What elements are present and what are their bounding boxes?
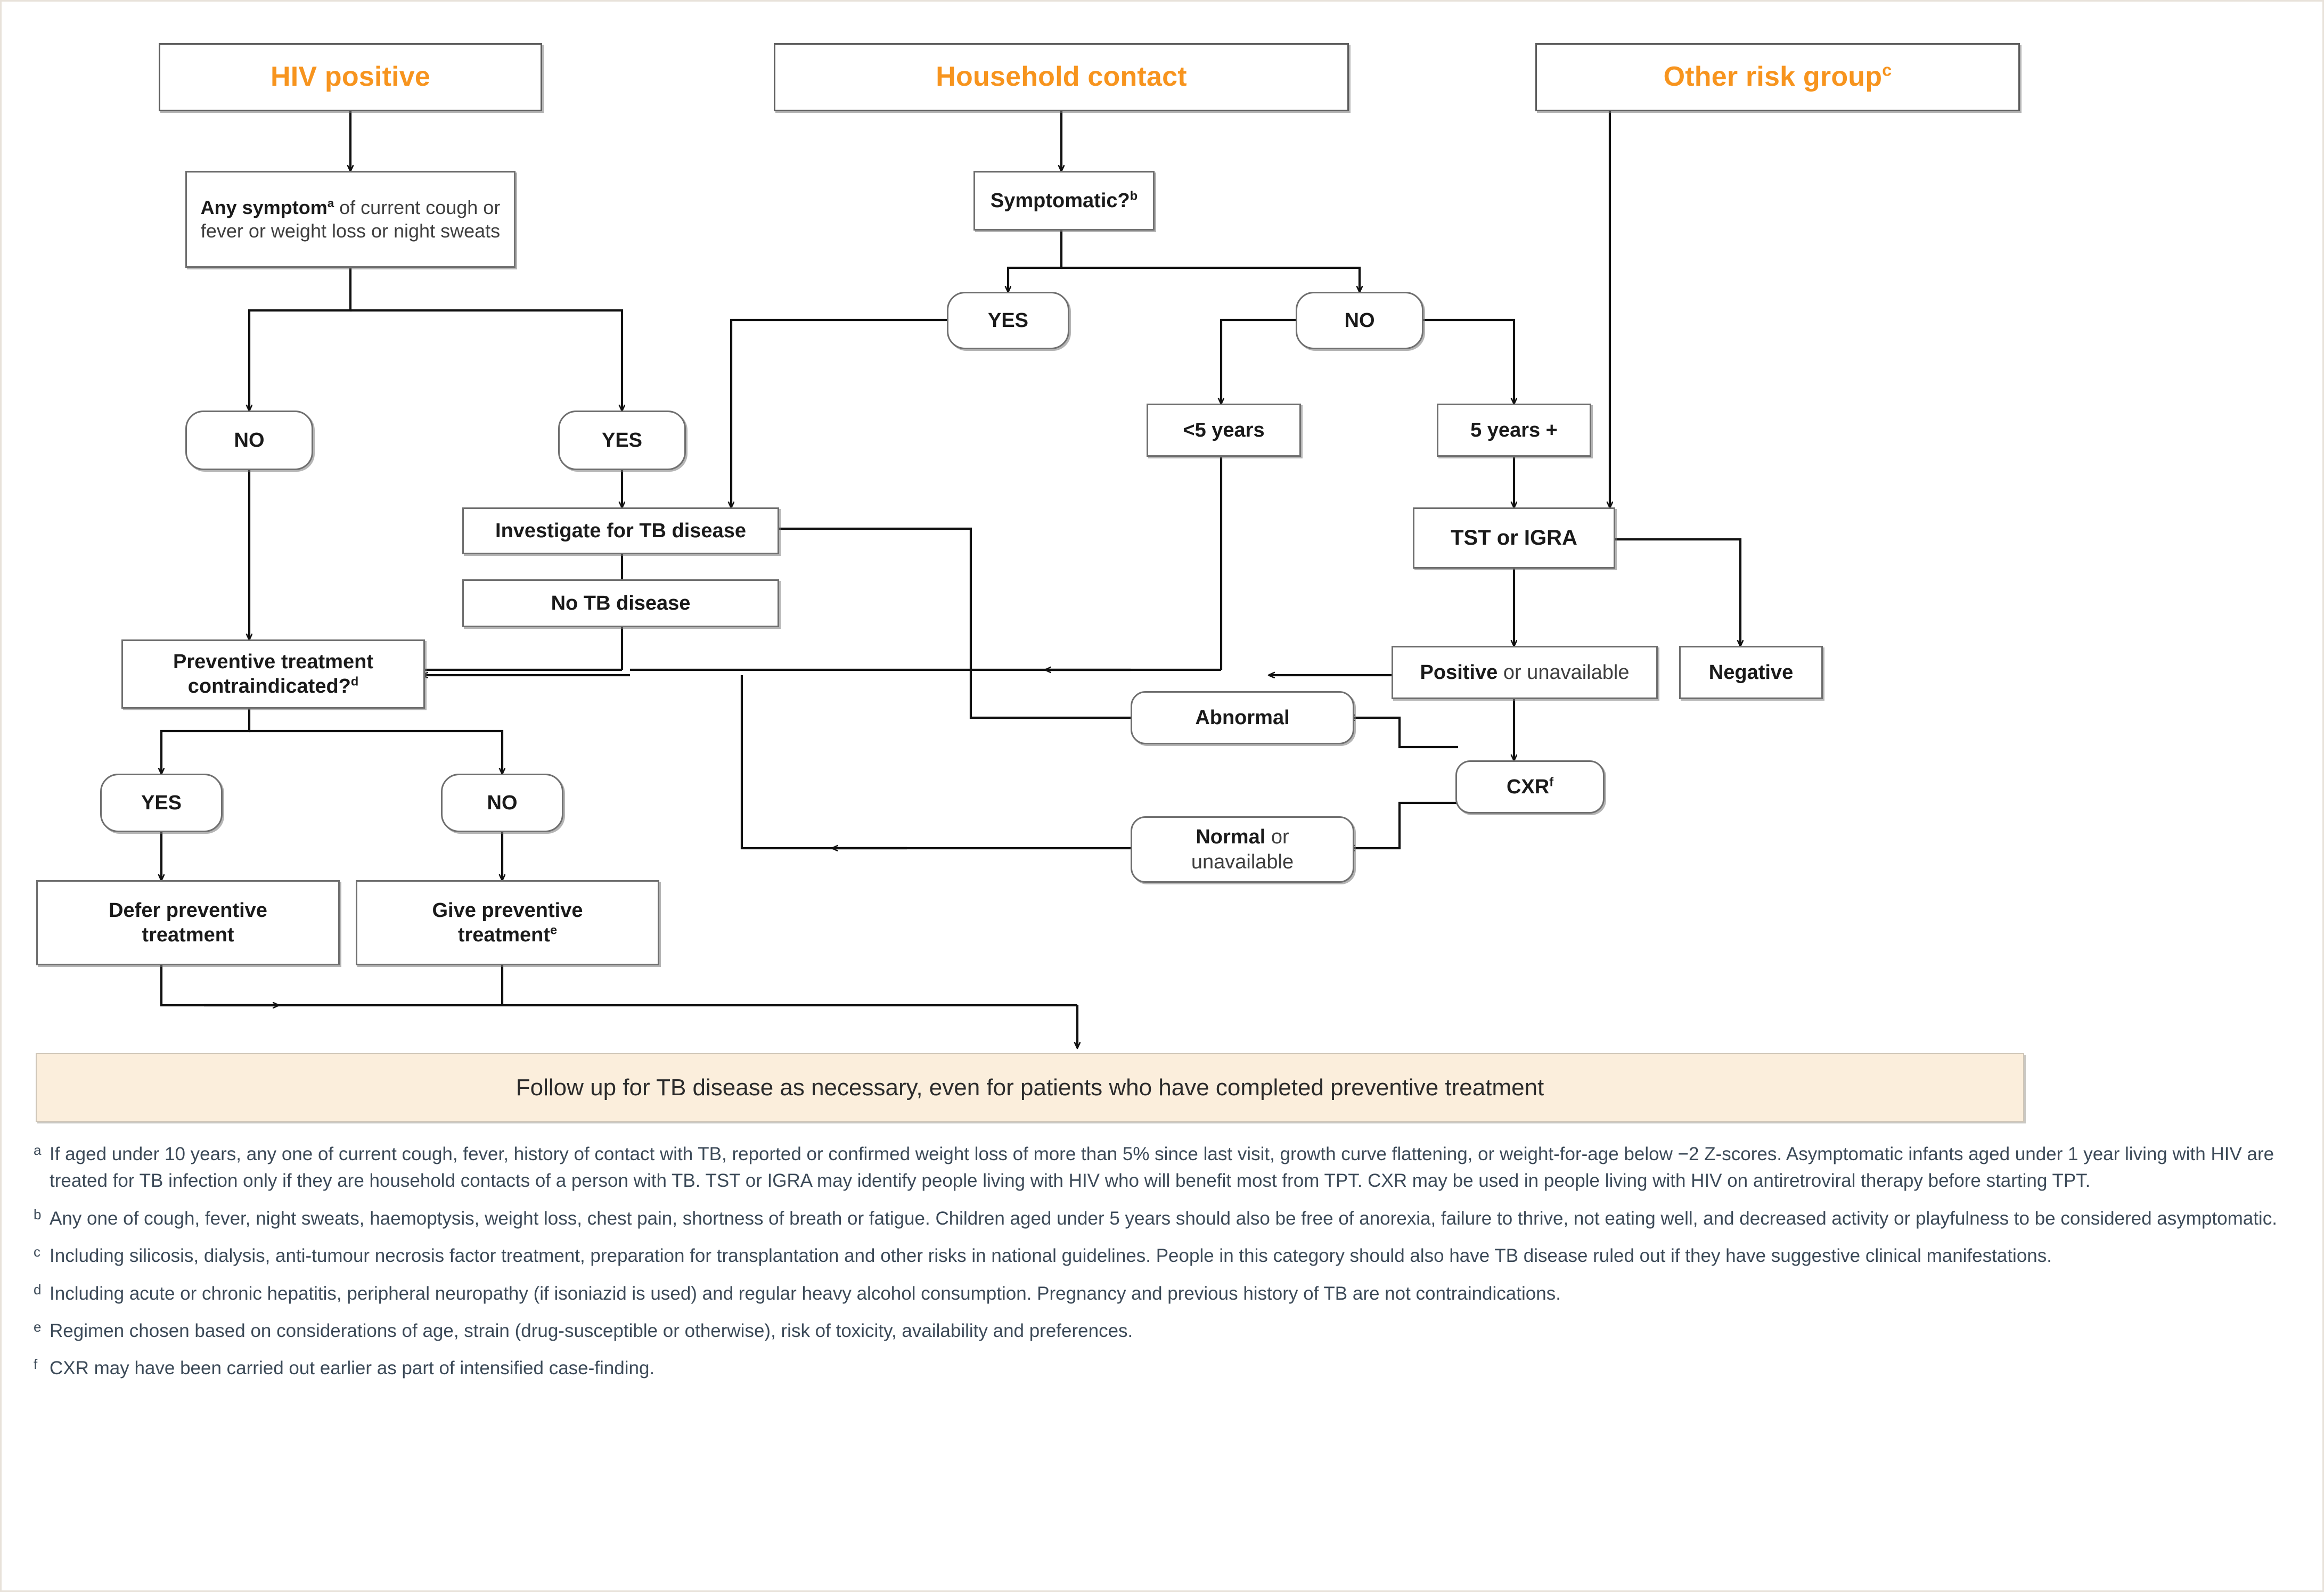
footnote-b-text: Any one of cough, fever, night sweats, h… [50, 1208, 2277, 1229]
header-label-household-contact: Household contact [936, 61, 1187, 93]
household-yes-label: YES [987, 309, 1029, 332]
footnote-c: c Including silicosis, dialysis, anti-tu… [34, 1243, 2297, 1269]
defer-line2: treatment [142, 924, 234, 946]
footnote-a-text: If aged under 10 years, any one of curre… [50, 1144, 2274, 1192]
footnotes-section: a If aged under 10 years, any one of cur… [34, 1141, 2297, 1393]
symptomatic-label: Symptomatic? [990, 189, 1130, 212]
hiv-no-label: NO [234, 429, 265, 452]
normal-rest: or [1265, 826, 1289, 849]
node-contraindicated-yes[interactable]: YES [100, 774, 223, 832]
negative-label: Negative [1708, 661, 1794, 684]
prev-treat-line2: contraindicated? [187, 675, 351, 697]
footnote-e-marker: e [34, 1318, 42, 1335]
prev-treat-line1: Preventive treatment [173, 650, 373, 673]
footnote-e-text: Regimen chosen based on considerations o… [50, 1320, 1133, 1341]
footnote-b-marker: b [34, 1206, 42, 1222]
contraindicated-yes-label: YES [141, 791, 182, 814]
footnote-c-text: Including silicosis, dialysis, anti-tumo… [50, 1245, 2052, 1267]
connector-layer [2, 111, 2324, 1125]
give-line1: Give preventive [432, 899, 583, 922]
node-household-no[interactable]: NO [1296, 292, 1423, 349]
header-label-hiv-positive: HIV positive [270, 61, 431, 93]
footnote-b: b Any one of cough, fever, night sweats,… [34, 1205, 2297, 1232]
header-box-hiv-positive[interactable]: HIV positive [159, 43, 542, 111]
followup-banner-text: Follow up for TB disease as necessary, e… [515, 1074, 1544, 1101]
node-household-yes[interactable]: YES [947, 292, 1069, 349]
node-no-tb-disease[interactable]: No TB disease [462, 579, 779, 627]
footnote-marker-c: c [1882, 60, 1892, 80]
node-under-5-years[interactable]: <5 years [1147, 404, 1301, 457]
followup-banner: Follow up for TB disease as necessary, e… [36, 1053, 2024, 1122]
node-tst-or-igra[interactable]: TST or IGRA [1413, 507, 1615, 569]
under-5-years-label: <5 years [1183, 418, 1265, 441]
footnote-d-marker: d [34, 1281, 42, 1298]
node-abnormal[interactable]: Abnormal [1131, 691, 1354, 744]
header-label-other-risk-group: Other risk group [1663, 61, 1883, 93]
give-line2: treatment [457, 924, 551, 946]
node-hiv-no[interactable]: NO [185, 411, 313, 470]
abnormal-label: Abnormal [1195, 706, 1290, 729]
footnote-f: f CXR may have been carried out earlier … [34, 1355, 2297, 1382]
footnote-f-marker: f [34, 1356, 38, 1373]
contraindicated-no-label: NO [487, 791, 518, 814]
footnote-marker-b: b [1130, 188, 1138, 203]
header-box-household-contact[interactable]: Household contact [774, 43, 1349, 111]
footnote-marker-f: f [1549, 775, 1554, 789]
footnote-a: a If aged under 10 years, any one of cur… [34, 1141, 2297, 1195]
node-any-symptom[interactable]: Any symptoma of current cough or fever o… [185, 171, 515, 268]
no-tb-disease-label: No TB disease [551, 592, 691, 614]
footnote-marker-d: d [350, 674, 359, 688]
flowchart-canvas: HIV positive Household contact Other ris… [2, 2, 2324, 1125]
node-symptomatic[interactable]: Symptomatic?b [973, 171, 1155, 231]
5-years-plus-label: 5 years + [1470, 418, 1558, 441]
investigate-label: Investigate for TB disease [495, 519, 746, 542]
node-investigate-for-tb-disease[interactable]: Investigate for TB disease [462, 507, 779, 554]
any-symptom-bold: Any symptom [200, 196, 328, 219]
cxr-label: CXR [1506, 775, 1550, 798]
positive-rest: or unavailable [1497, 661, 1630, 684]
node-5-years-plus[interactable]: 5 years + [1437, 404, 1591, 457]
footnote-marker-e: e [550, 923, 558, 937]
any-symptom-rest: of current cough or fever or weight loss… [200, 196, 501, 242]
footnote-a-marker: a [34, 1142, 42, 1158]
node-contraindicated-no[interactable]: NO [441, 774, 563, 832]
positive-bold: Positive [1420, 661, 1498, 684]
footnote-c-marker: c [34, 1244, 40, 1260]
hiv-yes-label: YES [601, 429, 643, 452]
defer-line1: Defer preventive [109, 899, 267, 922]
header-box-other-risk-group[interactable]: Other risk groupc [1535, 43, 2020, 111]
node-cxr[interactable]: CXRf [1455, 760, 1605, 814]
footnote-f-text: CXR may have been carried out earlier as… [50, 1358, 655, 1379]
normal-line2: unavailable [1191, 850, 1294, 873]
tst-or-igra-label: TST or IGRA [1451, 526, 1577, 550]
footnote-d: d Including acute or chronic hepatitis, … [34, 1281, 2297, 1307]
normal-bold: Normal [1196, 826, 1266, 849]
node-hiv-yes[interactable]: YES [558, 411, 686, 470]
household-no-label: NO [1344, 309, 1375, 332]
footnote-e: e Regimen chosen based on considerations… [34, 1318, 2297, 1344]
footnote-d-text: Including acute or chronic hepatitis, pe… [50, 1283, 1561, 1304]
footnote-marker-a: a [327, 196, 334, 210]
node-negative[interactable]: Negative [1679, 646, 1823, 699]
node-positive-or-unavailable[interactable]: Positive or unavailable [1392, 646, 1658, 699]
